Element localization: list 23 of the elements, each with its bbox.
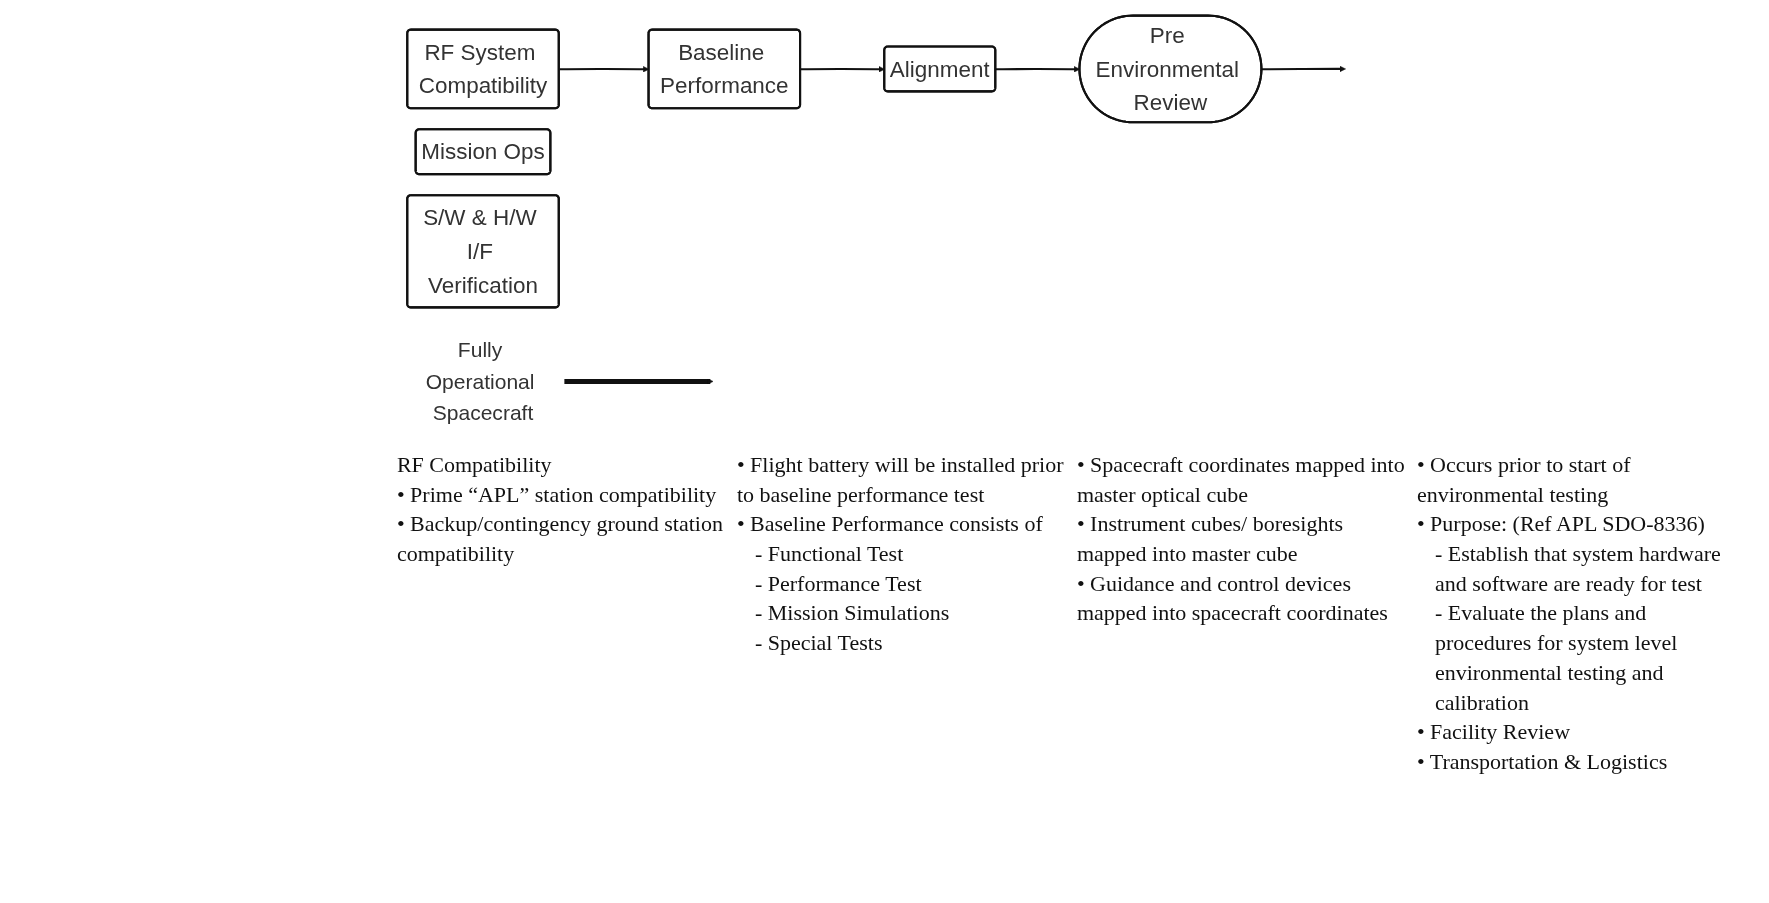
arrow — [995, 66, 1080, 73]
note-text: • Transportation & Logistics — [1416, 747, 1669, 776]
note-text: - Establish that system hardware and software are ready for test — [1433, 540, 1722, 598]
note-text: • Backup/contingency ground station compatibility — [396, 510, 724, 569]
arrow — [558, 66, 649, 73]
note-text: • Instrument cubes/ boresights mapped into master cube — [1076, 510, 1345, 569]
note-text: • Occurs prior to start of environmental testing — [1416, 451, 1632, 509]
arrow — [1261, 65, 1346, 72]
note-text: • Prime “APL” station compatibility — [396, 480, 718, 509]
note-text: - Mission Simulations — [753, 599, 951, 628]
arrow — [564, 378, 714, 385]
note-text: • Baseline Performance consists of — [736, 510, 1044, 539]
note-text: • Spacecraft coordinates mapped into master optical cube — [1076, 451, 1406, 509]
note-text: RF Compatibility — [396, 451, 553, 479]
note-text: • Purpose: (Ref APL SDO-8336) — [1416, 510, 1706, 539]
note-text: - Functional Test — [753, 540, 905, 569]
node-text: Fully Operational Spacecraft — [425, 338, 535, 425]
note-text: • Guidance and control devices mapped into spacecraft coordinates — [1076, 569, 1389, 628]
note-text: • Flight battery will be installed prior to baseline performance test — [736, 451, 1065, 509]
note-text: - Evaluate the plans and procedures for system level environmental testing and calibration — [1433, 599, 1679, 717]
note-text: - Performance Test — [753, 569, 923, 598]
note-text: • Facility Review — [1416, 718, 1572, 747]
note-text: - Special Tests — [753, 629, 884, 658]
